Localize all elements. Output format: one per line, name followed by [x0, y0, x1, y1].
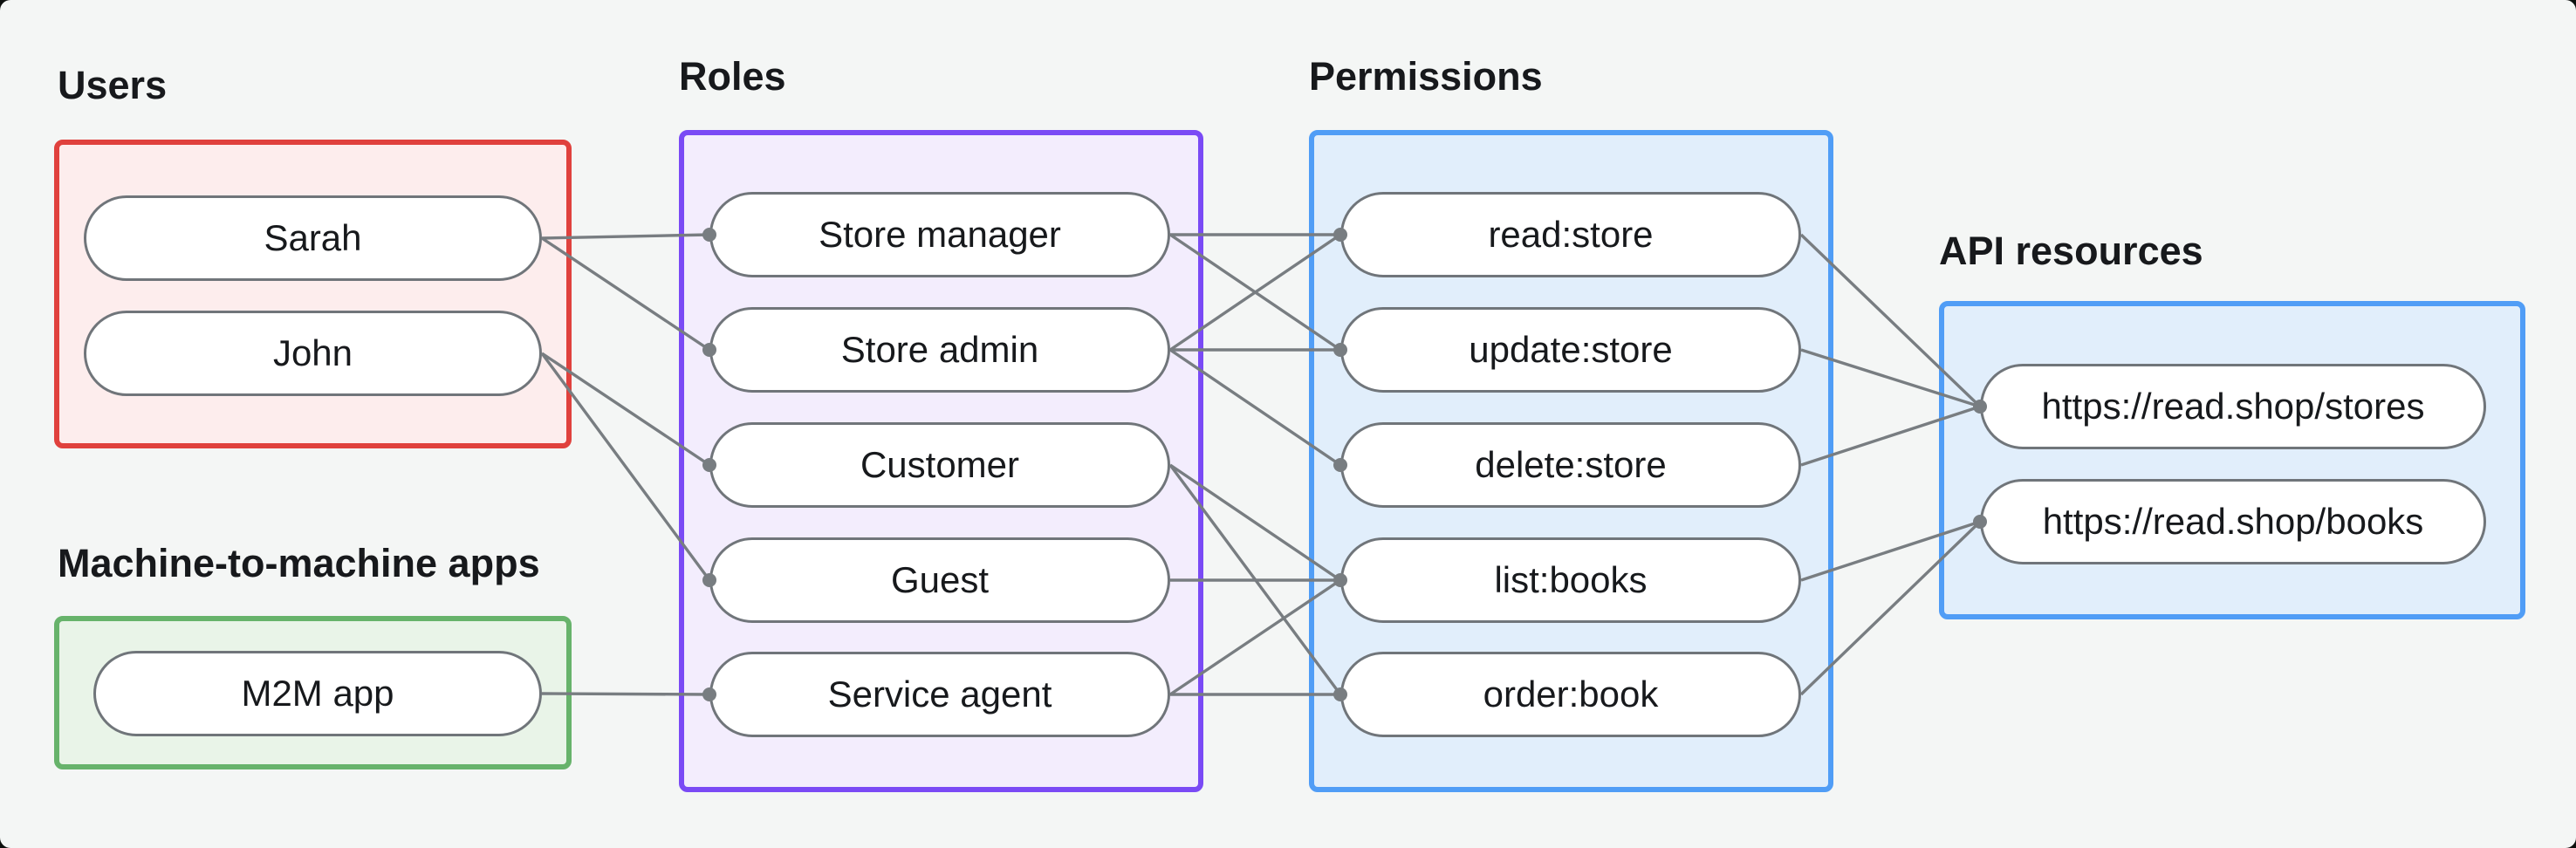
node-store_manager: Store manager: [709, 192, 1170, 277]
node-guest: Guest: [709, 537, 1170, 623]
node-list_books: list:books: [1340, 537, 1801, 623]
node-books_api: https://read.shop/books: [1980, 479, 2486, 564]
node-delete_store: delete:store: [1340, 422, 1801, 508]
roles-group-label: Roles: [679, 54, 786, 99]
m2m-group-label: Machine-to-machine apps: [58, 541, 540, 585]
node-stores_api: https://read.shop/stores: [1980, 364, 2486, 449]
node-read_store: read:store: [1340, 192, 1801, 277]
node-m2m_app: M2M app: [93, 651, 542, 736]
node-order_book: order:book: [1340, 652, 1801, 737]
node-sarah: Sarah: [84, 195, 542, 281]
node-customer: Customer: [709, 422, 1170, 508]
users-group-label: Users: [58, 63, 168, 107]
node-john: John: [84, 311, 542, 396]
node-service_agent: Service agent: [709, 652, 1170, 737]
users-group-box: [54, 140, 572, 448]
node-update_store: update:store: [1340, 307, 1801, 393]
api-group-label: API resources: [1939, 229, 2203, 273]
permissions-group-label: Permissions: [1309, 54, 1543, 99]
node-store_admin: Store admin: [709, 307, 1170, 393]
api-group-box: [1939, 301, 2525, 619]
